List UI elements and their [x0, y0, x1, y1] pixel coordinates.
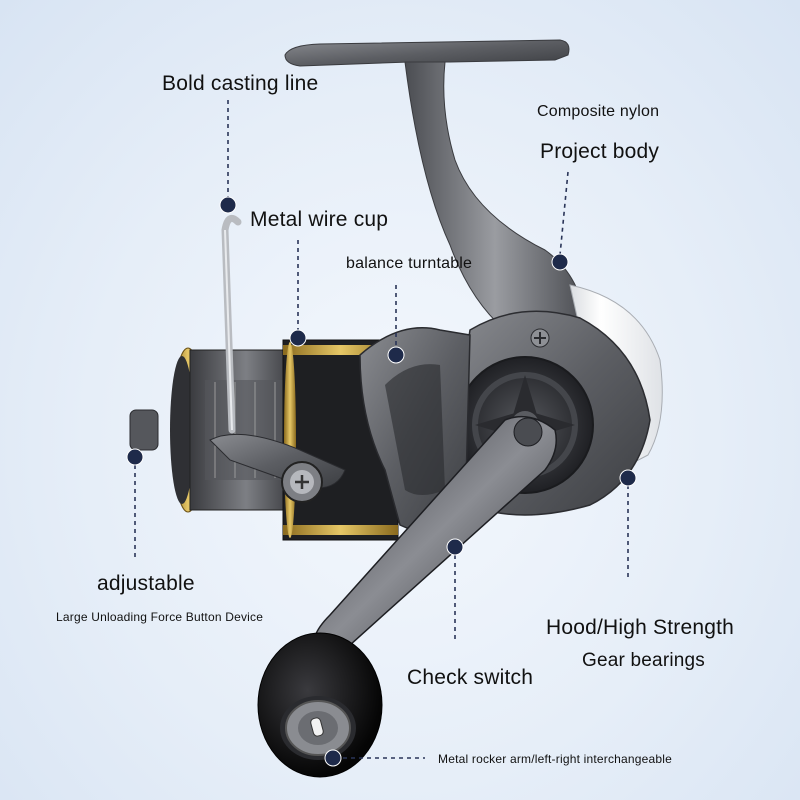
- label-check-switch: Check switch: [407, 666, 534, 689]
- label-project-body: Project body: [540, 140, 660, 163]
- marker-dot: [219, 196, 237, 214]
- marker-dot: [387, 346, 405, 364]
- marker-dot: [289, 329, 307, 347]
- label-metal-rocker-arm: Metal rocker arm/left-right interchangea…: [438, 752, 673, 766]
- label-bold-casting-line: Bold casting line: [162, 72, 319, 95]
- marker-dot: [619, 469, 637, 487]
- label-gear-bearings: Gear bearings: [582, 650, 706, 671]
- label-hood-high-strength: Hood/High Strength: [546, 616, 735, 639]
- label-balance-turntable: balance turntable: [346, 255, 473, 272]
- label-metal-wire-cup: Metal wire cup: [250, 208, 389, 231]
- marker-dot: [324, 749, 342, 767]
- marker-dot: [446, 538, 464, 556]
- marker-dot: [551, 253, 569, 271]
- reel-foot: [284, 39, 570, 67]
- marker-dot: [126, 448, 144, 466]
- marker-dots: [126, 196, 637, 767]
- label-composite-nylon: Composite nylon: [537, 103, 660, 120]
- leader-lines: [134, 100, 629, 759]
- label-large-unloading: Large Unloading Force Button Device: [56, 610, 264, 624]
- label-adjustable: adjustable: [97, 572, 195, 595]
- drag-knob: [129, 409, 159, 451]
- bail-wire: [221, 214, 242, 434]
